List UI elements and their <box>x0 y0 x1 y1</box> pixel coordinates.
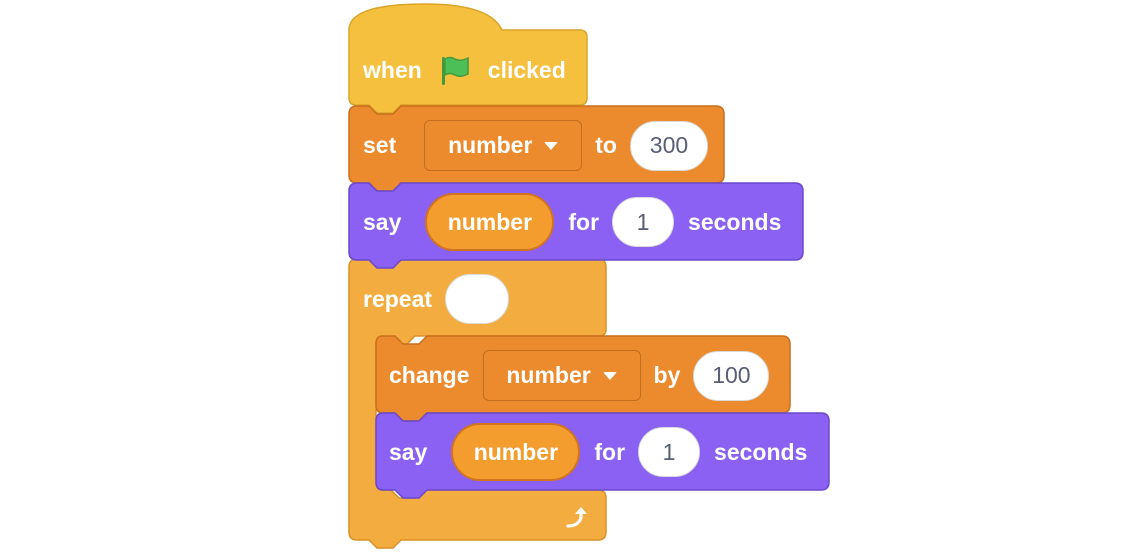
say-block-2-row: say number for 1 seconds <box>389 423 807 481</box>
seconds-input-1[interactable]: 1 <box>612 197 675 247</box>
for-label: for <box>568 208 600 235</box>
set-variable-name: number <box>448 132 533 158</box>
dropdown-caret-icon <box>544 141 559 150</box>
when-label: when <box>363 56 422 83</box>
repeat-block-row: repeat <box>363 273 510 325</box>
change-label: change <box>389 362 470 388</box>
say-block-1-row: say number for 1 seconds <box>363 193 781 251</box>
number-reporter-2[interactable]: number <box>451 423 581 481</box>
clicked-label: clicked <box>487 56 566 83</box>
change-variable-name: number <box>506 362 591 388</box>
seconds-input-2[interactable]: 1 <box>638 427 701 477</box>
set-value-input[interactable]: 300 <box>629 120 708 171</box>
loop-arrow-icon <box>562 502 592 532</box>
seconds-label: seconds <box>688 208 782 235</box>
set-variable-dropdown[interactable]: number <box>424 120 583 171</box>
seconds-label: seconds <box>714 438 808 465</box>
when-flag-clicked-row: when clicked <box>363 52 566 88</box>
repeat-label: repeat <box>363 285 433 312</box>
say-label: say <box>389 438 428 465</box>
change-block-row: change number by 100 <box>389 350 770 401</box>
set-label: set <box>363 132 397 158</box>
dropdown-caret-icon <box>602 371 617 380</box>
repeat-count-input[interactable] <box>445 274 510 324</box>
for-label: for <box>594 438 626 465</box>
change-value-input[interactable]: 100 <box>693 350 770 401</box>
green-flag-icon <box>438 53 472 87</box>
say-label: say <box>363 208 402 235</box>
set-block-row: set number to 300 <box>363 120 708 171</box>
to-label: to <box>595 132 617 158</box>
number-reporter-1[interactable]: number <box>425 193 555 251</box>
by-label: by <box>653 362 681 388</box>
change-variable-dropdown[interactable]: number <box>482 350 641 401</box>
